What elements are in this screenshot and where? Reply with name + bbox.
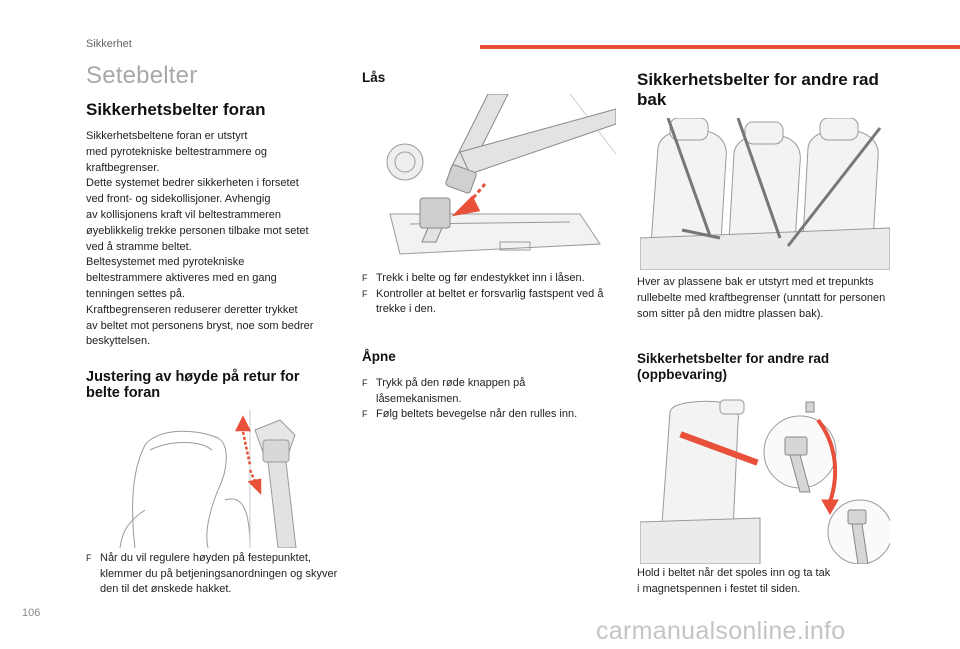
header-accent-bar: [480, 45, 960, 49]
bullet-marker-icon: F: [362, 378, 368, 388]
page-title: Setebelter: [86, 62, 198, 89]
bullet-marker-icon: F: [86, 553, 92, 563]
storage-heading: Sikkerhetsbelter for andre rad (oppbevar…: [637, 351, 830, 382]
front-belts-body: Sikkerhetsbeltene foran er utstyrt med p…: [86, 130, 314, 348]
watermark: carmanualsonline.info: [596, 617, 846, 645]
bullet-marker-icon: F: [362, 288, 368, 299]
belt-storage-illustration: [640, 392, 890, 564]
open-heading: Åpne: [362, 349, 396, 364]
front-belts-heading: Sikkerhetsbelter foran: [86, 100, 266, 119]
bullet-marker-icon: F: [362, 409, 368, 420]
page-number: 106: [22, 607, 41, 619]
section-tag: Sikkerhet: [86, 38, 132, 50]
rear-belts-body: Hver av plassene bak er utstyrt med et t…: [637, 276, 886, 320]
storage-body: Hold i beltet når det spoles inn og ta t…: [637, 567, 831, 595]
height-adjust-illustration: [100, 410, 340, 548]
lock-heading: Lås: [362, 70, 386, 85]
height-adjust-heading: Justering av høyde på retur for belte fo…: [86, 369, 300, 401]
bullet-marker-icon: F: [362, 273, 368, 283]
rear-seats-illustration: [640, 118, 890, 270]
buckle-lock-illustration: [370, 94, 616, 266]
rear-belts-heading: Sikkerhetsbelter for andre rad bak: [637, 70, 879, 109]
